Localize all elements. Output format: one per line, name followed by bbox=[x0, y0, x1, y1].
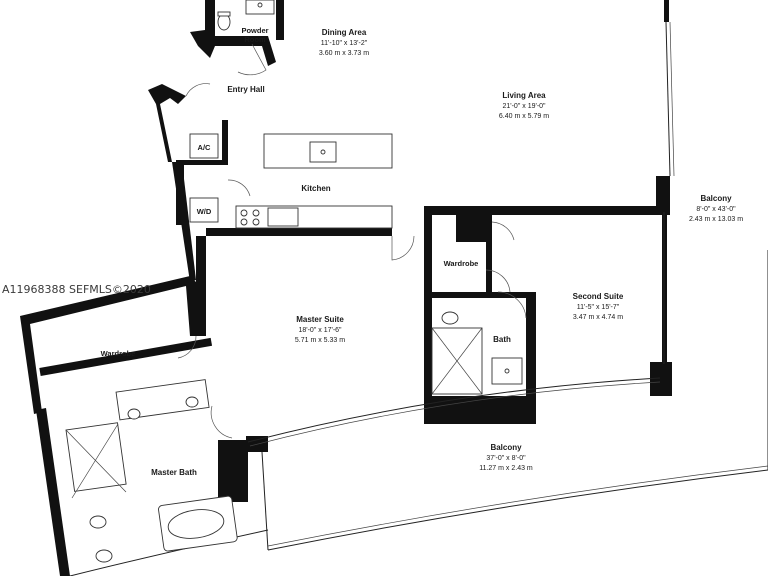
wardrobe-small-left bbox=[424, 206, 432, 416]
wardrobe-outer-wall bbox=[20, 276, 196, 414]
walls bbox=[20, 0, 672, 576]
wardrobe-small-right bbox=[486, 240, 492, 296]
entry-hall-name: Entry Hall bbox=[227, 85, 264, 94]
wardrobe-bottom-wall bbox=[39, 337, 213, 376]
dining-area-dim-imperial: 11'-10" x 13'-2" bbox=[321, 40, 368, 47]
bath-top-wall bbox=[424, 292, 528, 298]
kitchen-name: Kitchen bbox=[301, 184, 330, 193]
labels: Powder Room Dining Area 11'-10" x 13'-2"… bbox=[2, 26, 743, 477]
powder-room-walls bbox=[190, 0, 276, 66]
powder-room-label-1: Powder bbox=[241, 26, 268, 35]
master-suite-dim-imperial: 18'-0" x 17'-6" bbox=[298, 327, 342, 334]
second-suite-dim-imperial: 11'-5" x 15'-7" bbox=[577, 304, 620, 311]
ac-box bbox=[189, 133, 219, 159]
second-bath-toilet bbox=[441, 311, 459, 325]
wardrobe-small-block bbox=[456, 206, 492, 242]
mullion-top bbox=[664, 0, 669, 22]
window-lines bbox=[69, 21, 768, 576]
master-toilet bbox=[89, 515, 107, 529]
balcony-main-dim-imperial: 37'-0" x 8'-0" bbox=[486, 455, 526, 462]
bath-label: Bath bbox=[493, 335, 511, 344]
living-area-dim-imperial: 21'-0" x 19'-0" bbox=[502, 103, 546, 110]
master-shower bbox=[65, 422, 127, 492]
ac-wall-right bbox=[222, 120, 228, 164]
watermark-text: A11968388 SEFMLS©2020 bbox=[2, 283, 151, 296]
balcony-main-dim-metric: 11.27 m x 2.43 m bbox=[479, 465, 533, 472]
second-suite-dim-metric: 3.47 m x 4.74 m bbox=[573, 314, 623, 321]
balcony-side-name: Balcony bbox=[700, 194, 732, 203]
master-suite-dim-metric: 5.71 m x 5.33 m bbox=[295, 337, 345, 344]
balcony-curve-outer bbox=[267, 469, 768, 551]
balcony-side-dim-metric: 2.43 m x 13.03 m bbox=[689, 216, 743, 223]
bedroom-curve-wall bbox=[247, 377, 661, 443]
entry-hall-wall bbox=[148, 84, 186, 162]
bath-right-wall bbox=[526, 292, 536, 404]
second-suite-name: Second Suite bbox=[573, 292, 624, 301]
dining-area-dim-metric: 3.60 m x 3.73 m bbox=[319, 50, 369, 57]
second-suite-top-wall bbox=[424, 206, 670, 215]
kitchen-counter bbox=[235, 205, 393, 229]
powder-room-label-2: Room bbox=[244, 35, 266, 44]
master-bidet bbox=[95, 549, 113, 563]
wd-label: W/D bbox=[197, 207, 212, 216]
fixtures bbox=[65, 0, 523, 563]
dining-area-name: Dining Area bbox=[322, 28, 367, 37]
column-right-top bbox=[656, 176, 670, 212]
kitchen-bottom-wall bbox=[206, 228, 392, 236]
master-vanity bbox=[115, 379, 210, 421]
ac-wall-bottom bbox=[176, 160, 228, 165]
wardrobe-master-label: Wardrobe bbox=[101, 349, 136, 358]
master-bath-left-wall bbox=[36, 408, 70, 576]
master-bath-divider bbox=[218, 440, 248, 502]
master-suite-name: Master Suite bbox=[296, 315, 344, 324]
living-area-dim-metric: 6.40 m x 5.79 m bbox=[499, 113, 549, 120]
ac-label: A/C bbox=[198, 143, 212, 152]
bath-bottom-wall bbox=[424, 396, 536, 424]
powder-wall-right bbox=[276, 0, 284, 40]
column-right-bottom bbox=[650, 362, 672, 396]
balcony-main-name: Balcony bbox=[490, 443, 522, 452]
wd-box bbox=[189, 197, 219, 223]
wardrobe-small-label: Wardrobe bbox=[444, 259, 479, 268]
doors bbox=[177, 43, 527, 439]
master-left-wall bbox=[196, 236, 206, 336]
left-spine-wall bbox=[172, 162, 196, 282]
living-area-name: Living Area bbox=[502, 91, 546, 100]
master-bath-name: Master Bath bbox=[151, 468, 197, 477]
balcony-side-dim-imperial: 8'-0" x 43'-0" bbox=[696, 206, 736, 213]
